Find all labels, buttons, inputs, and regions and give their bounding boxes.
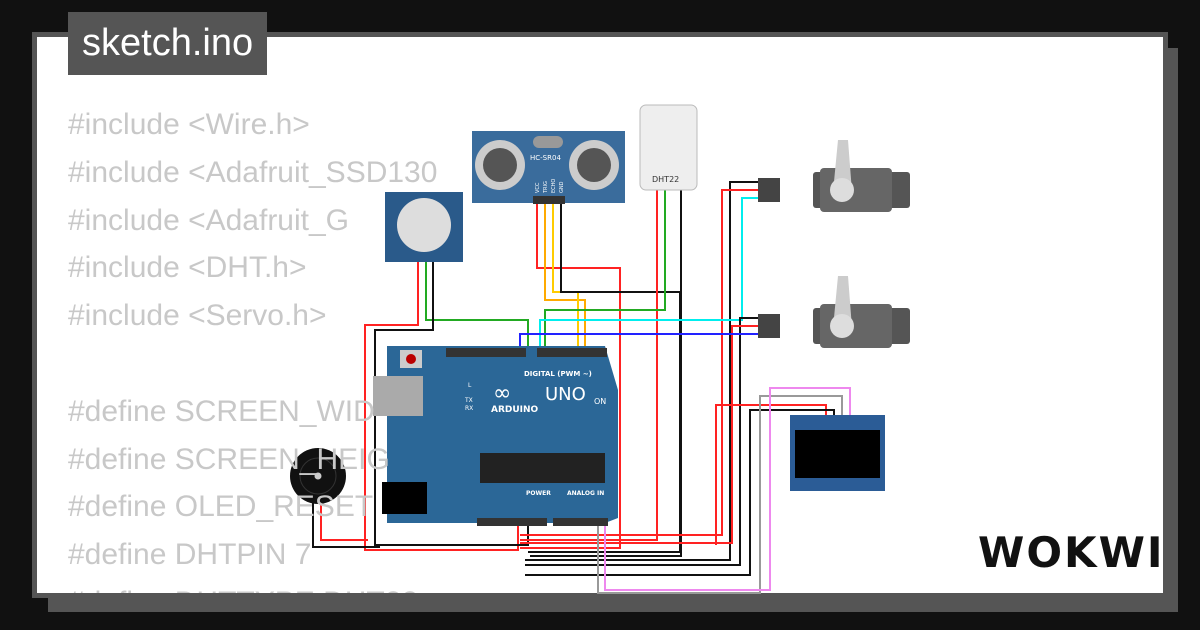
code-line: #define OLED_RESET bbox=[68, 490, 374, 524]
arduino-label: ARDUINO bbox=[491, 405, 539, 415]
pin-label-echo: ECHO bbox=[551, 179, 557, 193]
ultrasonic-sensor[interactable]: HC-SR04 VCC TRIG ECHO GND bbox=[472, 131, 625, 204]
code-preview: #include <Wire.h> #include <Adafruit_SSD1… bbox=[68, 101, 437, 593]
led-label-tx: TX bbox=[464, 397, 473, 404]
servo-motor[interactable] bbox=[758, 140, 910, 212]
wire bbox=[520, 325, 765, 544]
power-label: POWER bbox=[526, 490, 551, 497]
arduino-uno[interactable]: DIGITAL (PWM ~) UNO ARDUINO ∞ ON L TX RX… bbox=[373, 346, 618, 526]
wire bbox=[544, 190, 666, 350]
wire bbox=[520, 189, 765, 536]
dht22-sensor[interactable]: DHT22 bbox=[639, 104, 698, 191]
led-label-rx: RX bbox=[465, 405, 473, 412]
wire bbox=[597, 395, 843, 594]
wire bbox=[530, 190, 682, 557]
wire bbox=[539, 197, 765, 350]
wire bbox=[525, 409, 835, 576]
code-line bbox=[68, 340, 437, 388]
wire bbox=[312, 503, 380, 548]
servo-motor[interactable] bbox=[758, 276, 910, 348]
wire bbox=[520, 200, 621, 549]
wokwi-logo: WOKWI bbox=[978, 528, 1165, 577]
pir-sensor[interactable] bbox=[385, 192, 463, 262]
code-line: #define SCREEN_WID bbox=[68, 394, 375, 428]
led-label-l: L bbox=[468, 382, 472, 389]
pin-label-vcc: VCC bbox=[535, 182, 541, 193]
wire bbox=[520, 190, 658, 541]
file-tab-title: sketch.ino bbox=[68, 12, 268, 75]
oled-display[interactable] bbox=[790, 415, 885, 491]
uno-label: UNO bbox=[545, 384, 586, 405]
code-line: #include <Servo.h> bbox=[68, 299, 327, 333]
code-line: #include <DHT.h> bbox=[68, 251, 307, 285]
wire bbox=[604, 387, 851, 591]
analog-label: ANALOG IN bbox=[567, 490, 604, 497]
wires bbox=[312, 181, 851, 594]
code-line: #define DHTTYPE DHT22 bbox=[68, 579, 437, 593]
dht-label: DHT22 bbox=[652, 175, 679, 184]
code-viewport: #include <Wire.h> #include <Adafruit_SSD1… bbox=[37, 37, 1163, 593]
ultrasonic-label: HC-SR04 bbox=[530, 154, 561, 162]
code-line: #define SCREEN_HEIG bbox=[68, 442, 390, 476]
on-label: ON bbox=[594, 397, 606, 406]
code-line: #include <Wire.h> bbox=[68, 108, 310, 141]
code-line: #include <Adafruit_SSD130 bbox=[68, 155, 438, 189]
wire bbox=[525, 181, 765, 561]
wire bbox=[519, 333, 765, 350]
wire bbox=[320, 503, 368, 541]
pin-label-gnd: GND bbox=[559, 181, 565, 193]
wire bbox=[544, 200, 586, 350]
wire bbox=[525, 317, 765, 566]
code-line: #include <Adafruit_G bbox=[68, 203, 350, 237]
arduino-logo-icon: ∞ bbox=[493, 381, 511, 406]
buzzer[interactable] bbox=[290, 448, 346, 504]
code-line: #define DHTPIN 7 bbox=[68, 538, 312, 572]
pin-label-trig: TRIG bbox=[543, 181, 549, 194]
digital-label: DIGITAL (PWM ~) bbox=[524, 370, 592, 378]
